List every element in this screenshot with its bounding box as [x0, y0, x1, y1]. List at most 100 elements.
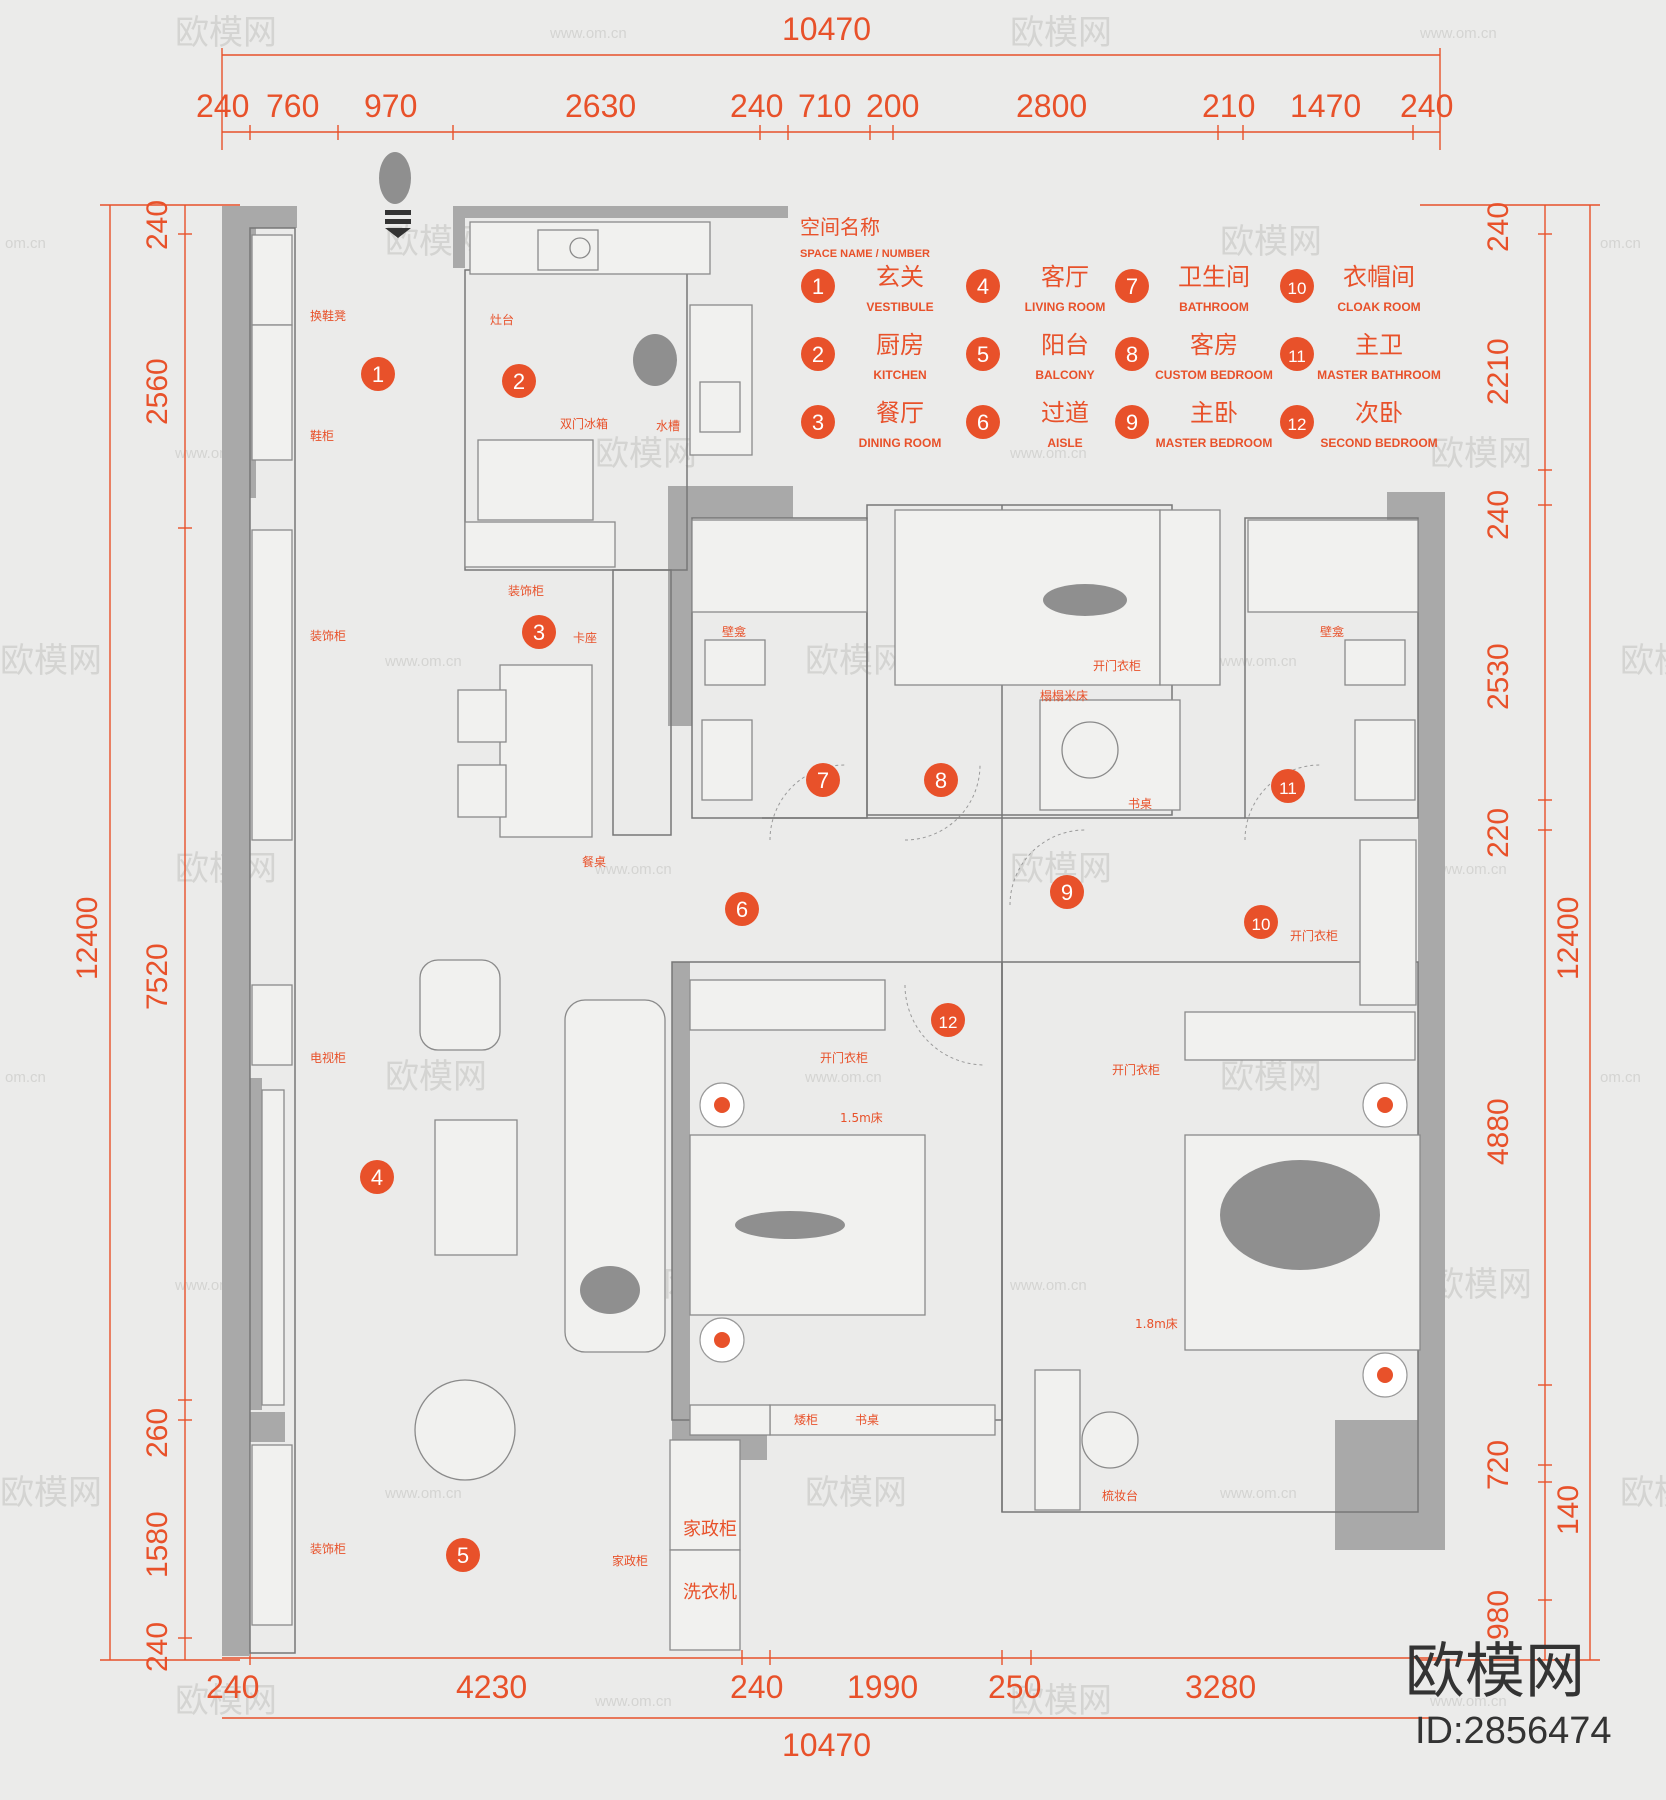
brand-logo: 欧模网 [1405, 1637, 1585, 1707]
dim-top: 2630 [565, 88, 636, 124]
lamp-icon [699, 1317, 745, 1363]
legend-number: 11 [1288, 347, 1306, 366]
label-wardrobe: 开门衣柜 [1112, 1062, 1160, 1077]
watermark: 欧模网 [175, 1681, 277, 1721]
dim-right: 240 [1482, 490, 1515, 540]
dim-left: 7520 [141, 943, 174, 1010]
dim-left: 1580 [141, 1511, 174, 1578]
label-deco-cabinet: 装饰柜 [310, 1542, 346, 1556]
dim-right: 12400 [1552, 897, 1585, 980]
legend-cn: 客房 [1190, 331, 1238, 359]
watermark-url: www.om.cn [1429, 1693, 1507, 1710]
desk-chair [1061, 721, 1119, 779]
legend-number: 9 [1126, 410, 1138, 435]
dim-top: 240 [1400, 88, 1453, 124]
dim-bottom: 250 [988, 1669, 1041, 1705]
legend-number: 2 [812, 342, 824, 367]
watermark-short: om.cn [5, 1069, 46, 1086]
brand-block: 欧模网 ID:2856474 [1405, 1637, 1612, 1752]
label-stove: 灶台 [490, 312, 514, 327]
dim-left: 240 [141, 1622, 174, 1672]
label-desk: 书桌 [1128, 797, 1152, 811]
watermark: 欧模网 [385, 1057, 487, 1097]
legend-number: 1 [812, 274, 824, 299]
wall-bed12-west [672, 962, 690, 1422]
watermark-url: www.om.cn [1009, 1277, 1087, 1294]
dims-right: 240 2210 240 2530 220 12400 4880 720 140… [1482, 202, 1585, 1640]
deco-cabinet [251, 529, 293, 841]
legend-number: 4 [977, 274, 989, 299]
legend-number-circle [801, 337, 835, 371]
wall-tv [222, 1078, 262, 1410]
legend-cn: 餐厅 [876, 399, 924, 427]
person-kitchen [633, 334, 677, 386]
dimension-lines [100, 48, 1600, 1719]
legend-number-circle [966, 337, 1000, 371]
legend-number-circle [966, 405, 1000, 439]
door-swing [1009, 829, 1086, 906]
furniture-labels: 换鞋凳 鞋柜 灶台 双门冰箱 水槽 装饰柜 装饰柜 卡座 餐桌 壁龛 壁龛 开门… [310, 308, 1344, 1603]
watermark: 欧模网 [805, 1473, 907, 1513]
room-marker-4: 4 [360, 1160, 394, 1194]
dim-bottom: 240 [730, 1669, 783, 1705]
svg-text:1: 1 [372, 362, 384, 387]
sofa [564, 999, 666, 1353]
dims-top: 10470 240 760 970 2630 240 710 200 2800 … [196, 11, 1453, 124]
watermark-short: om.cn [1600, 1069, 1641, 1086]
svg-text:2: 2 [513, 369, 525, 394]
person-tatami [1043, 584, 1127, 616]
wardrobe [1159, 509, 1221, 686]
dim-right: 2210 [1482, 338, 1515, 405]
legend-en: SECOND BEDROOM [1320, 436, 1437, 450]
label-bed: 1.5m床 [840, 1111, 883, 1125]
legend-title: 空间名称 [800, 215, 880, 239]
watermark-url: www.om.cn [594, 861, 672, 878]
legend-subtitle: SPACE NAME / NUMBER [800, 248, 930, 260]
room-marker-8: 8 [924, 763, 958, 797]
wall-north-kitchen [453, 206, 788, 218]
dim-right: 140 [1552, 1485, 1585, 1535]
watermark: 欧模网 [1010, 13, 1112, 53]
dims-left: 240 2560 12400 7520 260 1580 240 [71, 200, 174, 1672]
watermark-short: om.cn [5, 235, 46, 252]
legend-en: DINING ROOM [859, 436, 942, 450]
cloak-wardrobe [1359, 839, 1417, 1006]
watermark-url: www.om.cn [594, 1693, 672, 1710]
legend-number: 12 [1288, 415, 1307, 434]
watermark: 欧模网 [1220, 222, 1322, 262]
brand-id: ID:2856474 [1415, 1710, 1612, 1752]
watermark-short: om.cn [1600, 235, 1641, 252]
label-bed: 1.8m床 [1135, 1317, 1178, 1331]
person-sofa [580, 1266, 640, 1314]
armchair [419, 959, 501, 1051]
washing-machine [669, 1549, 741, 1651]
svg-text:9: 9 [1061, 880, 1073, 905]
basin [701, 719, 753, 801]
label-niche: 壁龛 [722, 624, 746, 639]
dim-right: 240 [1482, 202, 1515, 252]
room-markers: 1 2 3 4 5 6 7 8 9 10 11 12 [360, 357, 1305, 1572]
shower [691, 519, 868, 613]
watermark: 欧模网 [0, 1473, 102, 1513]
dim-bottom-total: 10470 [782, 1727, 871, 1763]
wall-west [222, 206, 250, 1656]
dim-right: 4880 [1482, 1098, 1515, 1165]
dims-bottom: 240 4230 240 1990 250 3280 10470 [206, 1669, 1256, 1763]
label-washing-machine: 洗衣机 [683, 1582, 737, 1603]
room-marker-3: 3 [522, 615, 556, 649]
legend-en: MASTER BEDROOM [1156, 436, 1273, 450]
room-marker-2: 2 [502, 364, 536, 398]
label-tatami: 榻榻米床 [1040, 689, 1088, 703]
low-cabinet [689, 1404, 771, 1436]
legend-en: CLOAK ROOM [1337, 300, 1420, 314]
legend-en: BATHROOM [1179, 300, 1249, 314]
legend-en: MASTER BATHROOM [1317, 368, 1441, 382]
dim-top-total: 10470 [782, 11, 871, 47]
room-marker-9: 9 [1050, 875, 1084, 909]
watermark-url: www.om.cn [804, 1069, 882, 1086]
